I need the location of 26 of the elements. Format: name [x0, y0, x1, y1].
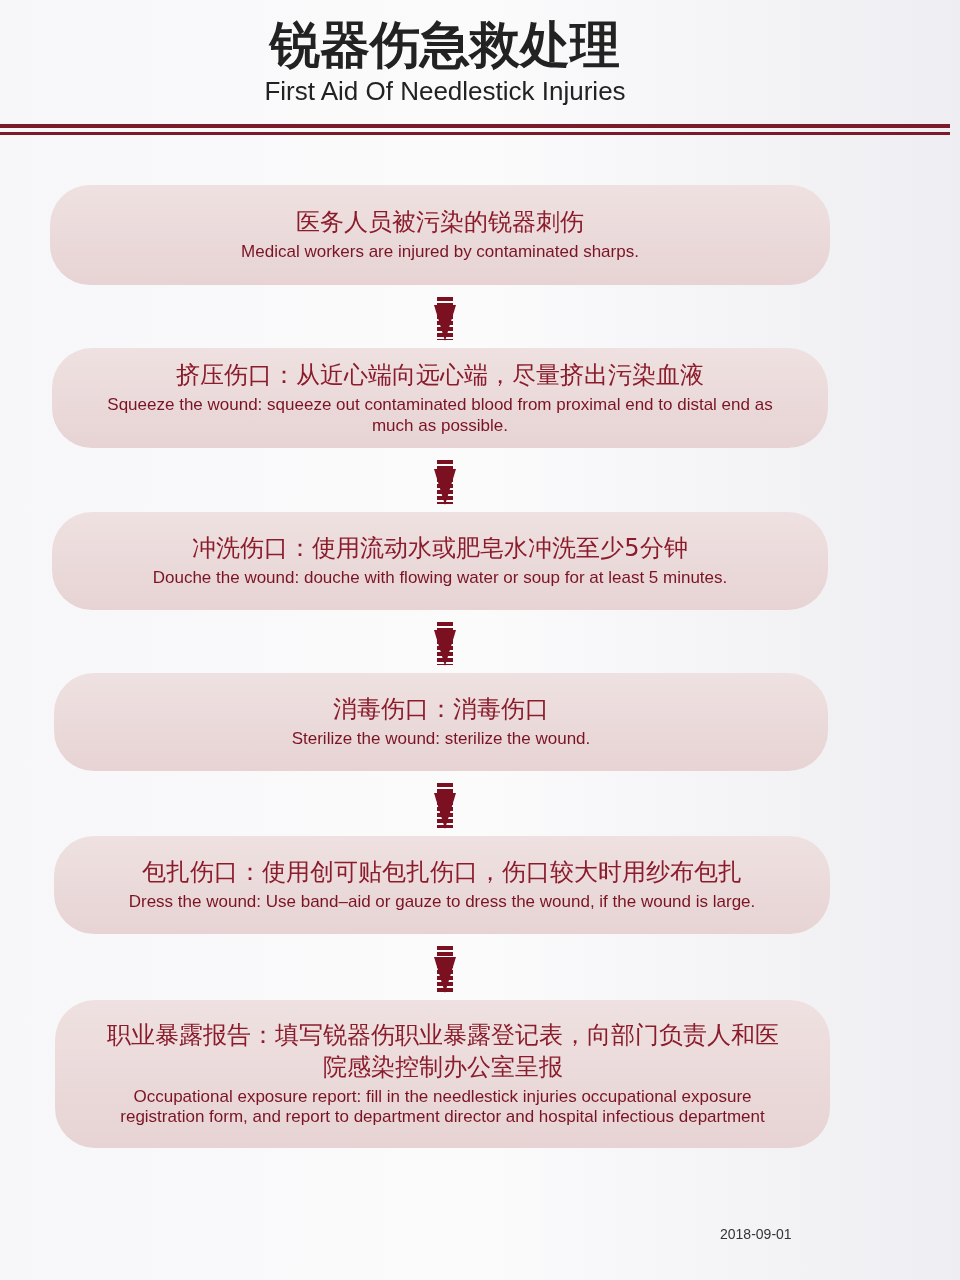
step-box [55, 1000, 830, 1148]
arrow [434, 297, 456, 341]
step-title: 职业暴露报告：填写锐器伤职业暴露登记表，向部门负责人和医院感染控制办公室呈报 [105, 1020, 780, 1083]
step-title: 医务人员被污染的锐器刺伤 [296, 207, 584, 239]
step-box [54, 836, 830, 934]
arrow [434, 783, 456, 829]
step-description: Occupational exposure report: fill in the needlestick injuries occupational exposure registration form, and report to department director and hospital infectious department [119, 1086, 766, 1128]
step-title: 包扎伤口：使用创可贴包扎伤口，伤口较大时用纱布包扎 [142, 857, 742, 889]
arrow [434, 622, 456, 666]
step-box [52, 512, 828, 610]
arrow [434, 460, 456, 505]
step-box [54, 673, 828, 771]
arrow [434, 946, 456, 993]
step-box [50, 185, 830, 285]
step-title: 挤压伤口：从近心端向远心端，尽量挤出污染血液 [176, 360, 704, 391]
title: 锐器伤急救处理 [267, 15, 621, 76]
step-title: 消毒伤口：消毒伤口 [333, 694, 549, 726]
step-title: 冲洗伤口：使用流动水或肥皂水冲洗至少5分钟 [192, 533, 688, 565]
date: 2018-09-01 [720, 1226, 792, 1242]
step-box [52, 348, 828, 448]
step-description: Dress the wound: Use band–aid or gauze to dress the wound, if the wound is large. [128, 892, 756, 913]
step-description: Sterilize the wound: sterilize the wound. [291, 729, 591, 750]
step-description: Squeeze the wound: squeeze out contaminated blood from proximal end to distal end as much as possible. [106, 395, 774, 436]
step-description: Medical workers are injured by contaminated sharps. [241, 242, 639, 263]
subtitle: First Aid Of Needlestick Injuries [263, 76, 627, 107]
step-description: Douche the wound: douche with flowing water or soup for at least 5 minutes. [152, 568, 728, 589]
